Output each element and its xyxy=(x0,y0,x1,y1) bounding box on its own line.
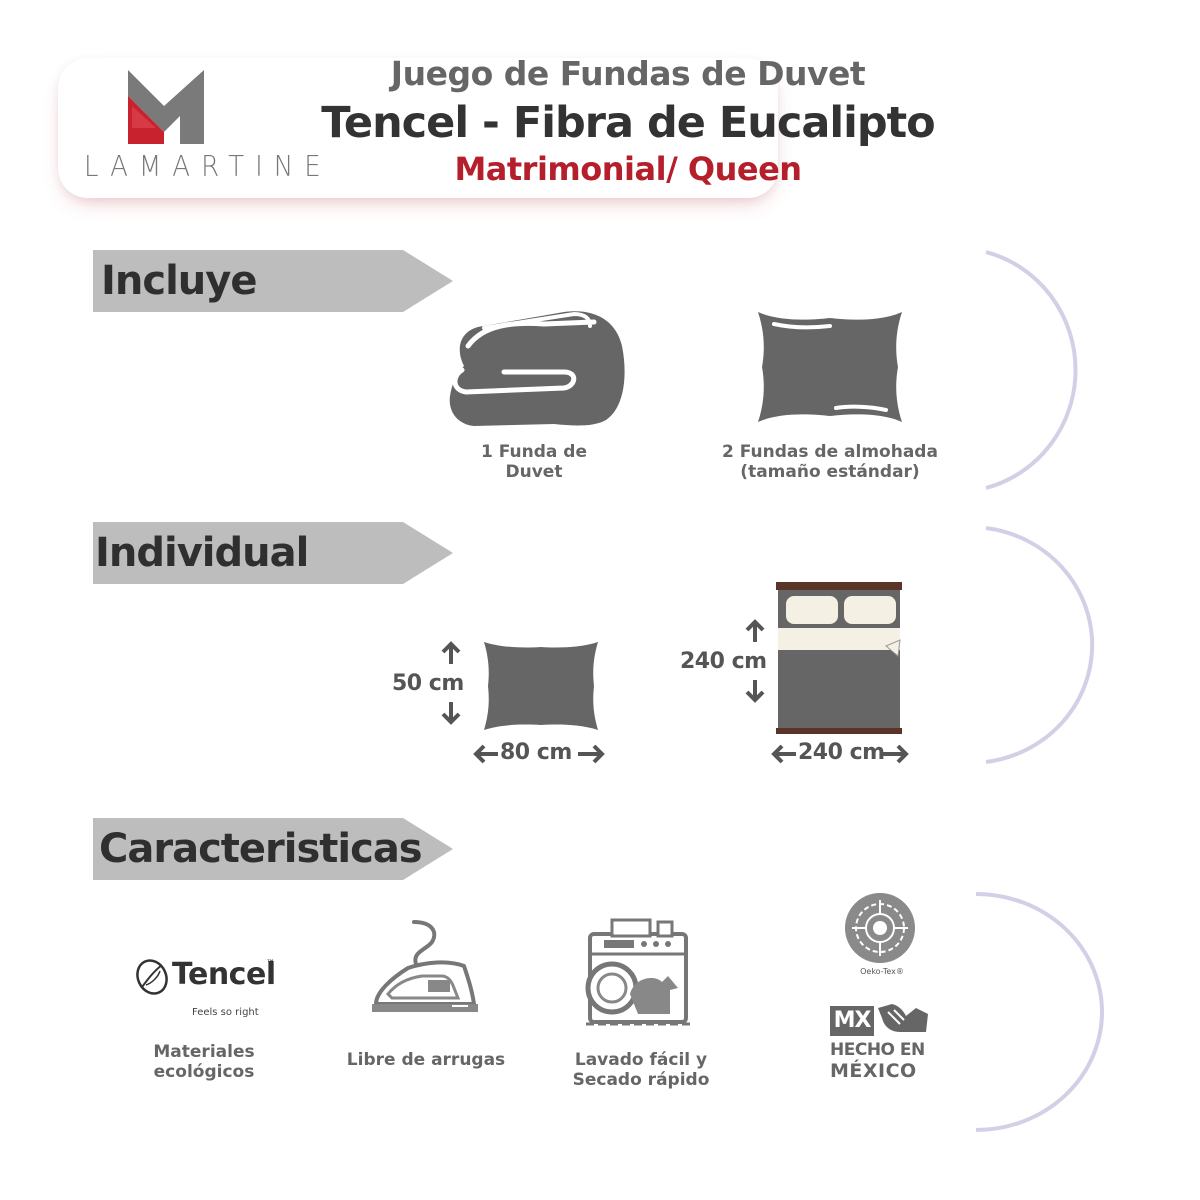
eagle-icon xyxy=(878,1004,928,1032)
tencel-trademark: ™ xyxy=(266,959,275,969)
pillow-size-icon xyxy=(484,642,598,730)
banner-incluye-label: Incluye xyxy=(101,258,257,304)
caption-pillowcases: 2 Fundas de almohada (tamaño estándar) xyxy=(722,442,938,482)
lamartine-logo-mark xyxy=(128,70,204,144)
tencel-logo: Tencel ™ Feels so right xyxy=(132,955,282,1025)
bed-height-arrow-icon xyxy=(745,619,765,703)
banner-individual-label: Individual xyxy=(95,530,309,576)
washing-machine-icon xyxy=(585,918,692,1026)
banner-caracteristicas-label: Caracteristicas xyxy=(99,826,423,872)
product-title-line2: Tencel - Fibra de Eucalipto xyxy=(321,98,935,148)
oeko-tex-badge-icon xyxy=(845,893,915,963)
hecho-en-mexico-badge: MX HECHO EN MÉXICO xyxy=(830,1002,930,1082)
hecho-en-text: HECHO EN xyxy=(830,1040,925,1060)
mexico-text: MÉXICO xyxy=(830,1060,917,1082)
caption-libre-arrugas: Libre de arrugas xyxy=(346,1050,506,1070)
oeko-tex-label: Oeko-Tex® xyxy=(860,967,904,976)
tencel-logo-text: Tencel xyxy=(172,957,276,992)
caption-materiales: Materiales ecológicos xyxy=(153,1042,255,1082)
mx-badge: MX xyxy=(830,1006,874,1036)
header-card xyxy=(58,58,778,198)
pillow-height-label: 50 cm xyxy=(392,671,464,696)
banner-individual: Individual xyxy=(93,522,453,584)
brand-wordmark: LAMARTINE xyxy=(84,150,332,184)
banner-caracteristicas: Caracteristicas xyxy=(93,818,453,880)
caption-lavado: Lavado fácil y Secado rápido xyxy=(572,1050,710,1090)
bed-height-label: 240 cm xyxy=(680,649,767,674)
banner-incluye: Incluye xyxy=(93,250,453,312)
pillow-height-arrow-icon xyxy=(441,641,461,725)
caption-duvet: 1 Funda de Duvet xyxy=(481,442,587,482)
pillow-icon xyxy=(758,312,902,422)
iron-icon xyxy=(372,920,478,1012)
pillow-width-arrow-icon xyxy=(473,744,605,764)
bed-width-arrow-icon xyxy=(771,744,909,764)
decorative-arcs xyxy=(975,250,1104,1132)
pillow-width-label: 80 cm xyxy=(500,740,572,765)
tencel-leaf-icon xyxy=(136,959,168,995)
tencel-tagline: Feels so right xyxy=(192,1007,259,1018)
folded-duvet-icon xyxy=(449,311,625,426)
product-size-line: Matrimonial/ Queen xyxy=(454,150,802,188)
product-title-line1: Juego de Fundas de Duvet xyxy=(390,54,866,93)
bed-width-label: 240 cm xyxy=(798,740,885,765)
bed-icon xyxy=(776,582,902,734)
